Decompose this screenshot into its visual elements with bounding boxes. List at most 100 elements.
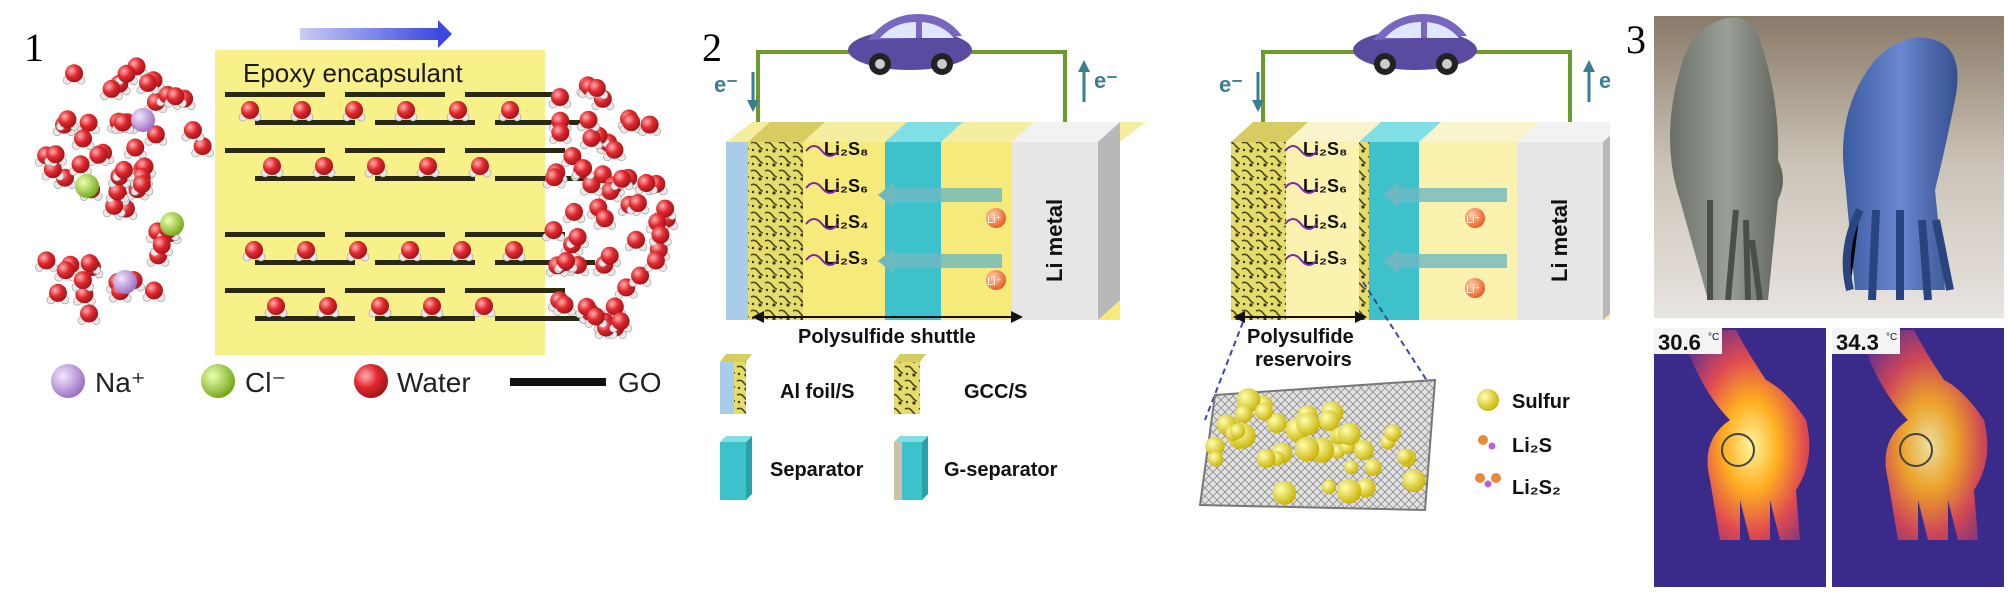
water-molecule — [181, 121, 205, 142]
water-molecule — [626, 194, 650, 215]
legend-li2s2: Li₂S₂ — [1512, 477, 1561, 499]
temp-left: 30.6 — [1658, 330, 1701, 355]
li-metal-left: Li metal — [1042, 199, 1067, 282]
cl-ion — [75, 174, 99, 198]
water-molecule — [554, 251, 578, 273]
legend-sulfur-swatch — [1477, 389, 1499, 411]
water-molecule — [549, 123, 572, 144]
water-molecule — [446, 101, 470, 122]
panel-2: 2 — [680, 0, 1651, 591]
water-molecule — [290, 101, 314, 122]
water-molecule — [638, 115, 661, 136]
legend-separator-swatch — [720, 436, 752, 500]
water-molecule — [593, 209, 617, 230]
electron-right-1: e⁻ — [1219, 72, 1243, 97]
go-membrane-diagram: Epoxy encapsulant Na⁺ Cl⁻ Water GO — [34, 20, 679, 398]
water-molecule — [580, 128, 603, 150]
electron-left-2: e⁻ — [1094, 68, 1118, 93]
water-molecule — [100, 79, 123, 101]
water-molecule — [542, 221, 565, 242]
legend-li2s-swatch — [1478, 435, 1496, 450]
li-ion-right-1: Li⁺ — [1466, 214, 1481, 226]
sulfur-particle — [1272, 480, 1297, 505]
legend-al-foil-swatch — [720, 354, 752, 414]
water-molecule — [78, 254, 101, 275]
legend-al-foil: Al foil/S — [780, 381, 854, 403]
water-molecule — [548, 88, 572, 109]
glove-photo — [1654, 16, 2004, 318]
water-molecule — [566, 227, 589, 249]
car-icon-left — [848, 14, 972, 75]
water-molecule — [562, 202, 586, 224]
water-molecule — [112, 160, 136, 182]
water-molecule — [260, 157, 284, 178]
sulfur-particle — [1296, 412, 1320, 436]
panel-1-legend: Na⁺ Cl⁻ Water GO — [51, 364, 662, 398]
sulfur-particle — [1336, 479, 1362, 504]
go-sheet — [225, 232, 325, 237]
li-ion-right-2: Li⁺ — [1466, 284, 1481, 296]
water-molecule — [585, 78, 609, 100]
water-molecule — [398, 241, 422, 262]
water-molecule — [644, 251, 668, 272]
water-molecule — [346, 241, 370, 262]
legend-sulfur: Sulfur — [1512, 391, 1570, 413]
sulfur-particle — [1318, 409, 1340, 431]
go-sheet — [255, 260, 355, 265]
water-molecule — [598, 246, 622, 267]
water-molecule — [115, 64, 138, 86]
water-molecule — [553, 295, 576, 317]
water-molecule — [35, 251, 58, 272]
legend-na-label: Na⁺ — [95, 367, 146, 398]
go-sheet — [345, 288, 445, 293]
reservoir-inset — [1198, 378, 1437, 512]
water-molecule — [394, 101, 418, 122]
water-molecule — [316, 297, 340, 318]
sulfur-particle — [1294, 436, 1320, 462]
go-sheet — [225, 148, 325, 153]
go-sheet — [255, 120, 355, 125]
go-sheet — [465, 288, 565, 293]
go-sheet — [375, 176, 475, 181]
temp-right: 34.3 — [1836, 330, 1879, 355]
legend-g-separator-swatch — [894, 436, 928, 500]
water-molecule — [420, 297, 444, 318]
legend-li2s2-swatch — [1475, 473, 1501, 488]
epoxy-title: Epoxy encapsulant — [243, 58, 463, 88]
water-molecules — [34, 57, 679, 339]
legend-na-swatch — [51, 364, 85, 398]
go-sheet — [345, 232, 445, 237]
na-ion — [131, 108, 155, 132]
go-sheet — [345, 148, 445, 153]
water-molecule — [71, 129, 95, 150]
water-molecule — [584, 307, 608, 328]
water-molecule — [498, 101, 522, 122]
sulfur-particle — [1364, 458, 1382, 476]
panel-3-number: 3 — [1626, 17, 1646, 62]
go-sheet — [465, 232, 565, 237]
water-molecule — [571, 159, 595, 180]
water-molecule — [144, 125, 168, 146]
go-sheet — [375, 260, 475, 265]
li-metal-right: Li metal — [1547, 199, 1572, 282]
water-molecule — [368, 297, 392, 318]
cell-left: e⁻ e⁻ + − Li metal Li⁺ — [714, 14, 1146, 348]
water-molecule — [142, 281, 166, 302]
legend-water-swatch — [354, 364, 388, 398]
water-molecule — [77, 304, 101, 325]
sulfur-particle — [1229, 423, 1246, 439]
sulfur-particle — [1256, 448, 1276, 469]
cl-ion — [160, 212, 184, 236]
water-molecule — [580, 175, 603, 196]
water-molecule — [312, 157, 336, 178]
panel-2-legend-right: Sulfur Li₂S Li₂S₂ — [1475, 389, 1570, 499]
water-molecule — [502, 241, 526, 262]
water-molecule — [649, 225, 672, 247]
legend-g-separator: G-separator — [944, 459, 1058, 481]
water-molecule — [624, 230, 648, 252]
panel-3: 3 — [1610, 0, 2008, 591]
sulfur-particle — [1337, 422, 1361, 446]
water-molecule — [46, 283, 70, 305]
sulfur-particle — [1396, 448, 1413, 465]
legend-gcc: GCC/S — [964, 381, 1027, 403]
